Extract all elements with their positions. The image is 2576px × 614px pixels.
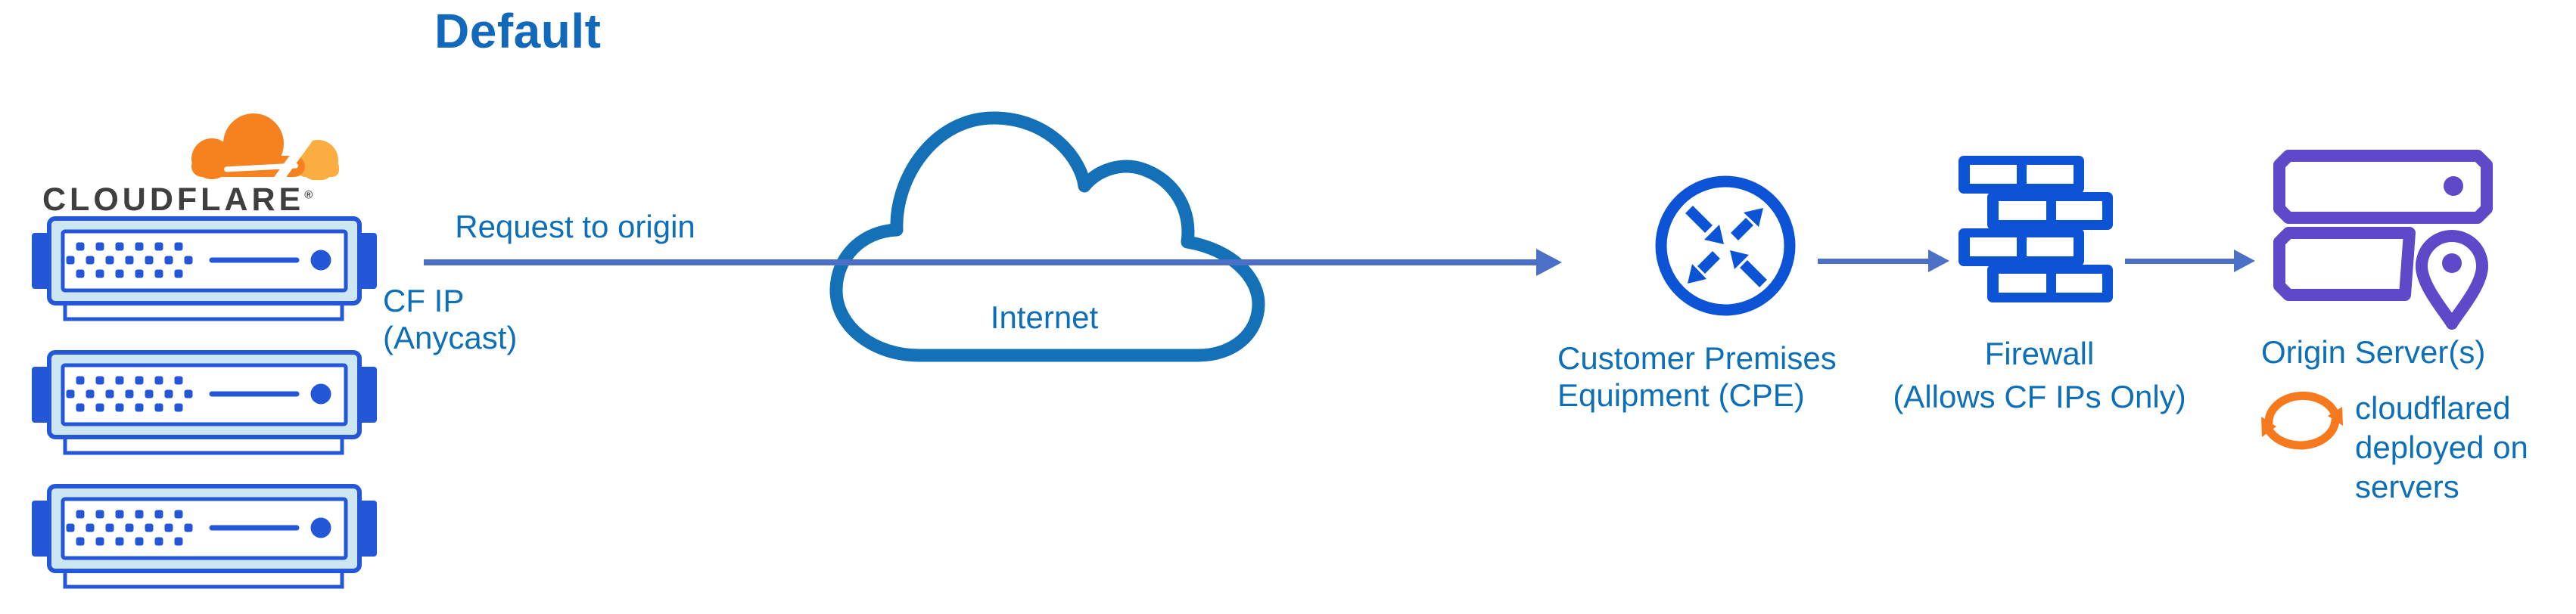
cloudflare-wordmark: CLOUDFLARE® bbox=[42, 181, 338, 219]
edge-server-icon bbox=[30, 216, 378, 322]
cpe-label: Customer Premises Equipment (CPE) bbox=[1557, 340, 1837, 413]
cloudflare-logo bbox=[180, 107, 343, 180]
cloudflare-wordmark-text: CLOUDFLARE bbox=[42, 181, 305, 218]
internet-cloud-icon bbox=[829, 111, 1265, 362]
firewall-brick-icon bbox=[1958, 156, 2113, 302]
internet-label: Internet bbox=[990, 299, 1099, 335]
request-to-origin-label: Request to origin bbox=[455, 209, 695, 244]
origin-server-label: Origin Server(s) bbox=[2261, 334, 2486, 370]
cf-ip-anycast-label: CF IP (Anycast) bbox=[383, 283, 518, 355]
cloudflare-cloud-logo-icon bbox=[191, 113, 339, 180]
edge-server-icon bbox=[30, 484, 378, 590]
sync-arrows-icon bbox=[2261, 391, 2343, 450]
firewall-label-line1: Firewall bbox=[1984, 336, 2095, 371]
registered-mark: ® bbox=[304, 188, 313, 202]
cloudflared-note: cloudflared deployed on servers bbox=[2355, 390, 2528, 505]
edge-server-icon bbox=[30, 350, 378, 456]
origin-server-pin-icon bbox=[2273, 150, 2493, 330]
firewall-label: Firewall (Allows CF IPs Only) bbox=[1877, 333, 2202, 418]
firewall-label-line2: (Allows CF IPs Only) bbox=[1893, 378, 2186, 414]
page-title: Default bbox=[434, 4, 602, 58]
router-traffic-icon bbox=[1655, 175, 1796, 316]
